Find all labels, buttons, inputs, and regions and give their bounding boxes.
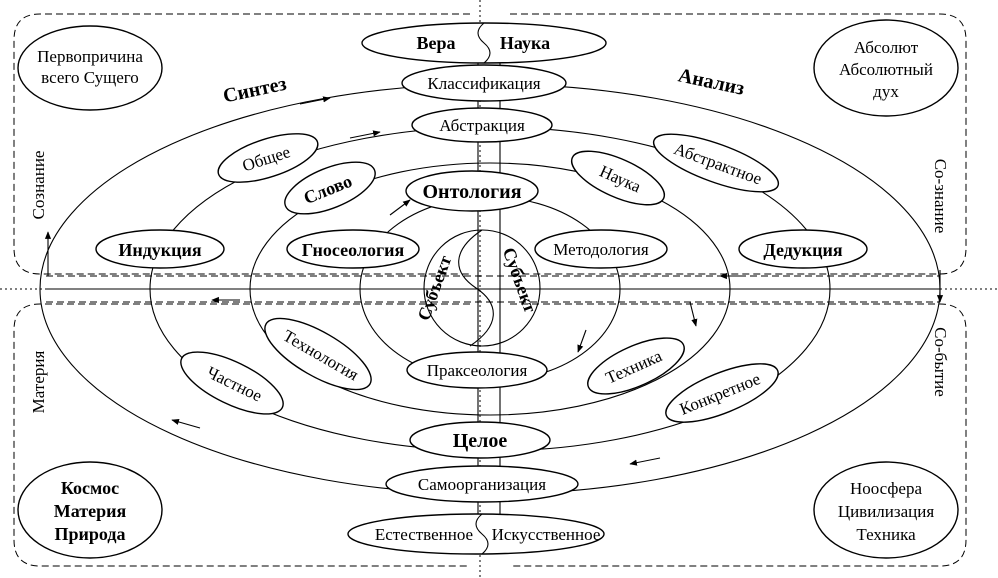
node-natural: Естественное (375, 525, 473, 544)
node-deduction (738, 229, 868, 269)
corner-node-top-right (813, 19, 959, 117)
center-s-curve (458, 229, 494, 347)
node-science (570, 150, 666, 206)
side-label-left-bottom: Материя (29, 351, 48, 414)
corner-node-bottom-left (17, 461, 163, 559)
node-self-organization (385, 465, 579, 503)
node-technics (587, 337, 685, 395)
node-ontology-label: Онтология (422, 181, 521, 203)
side-label-right-bottom: Со-бытие (931, 327, 950, 397)
node-deduction-label: Дедукция (763, 240, 843, 260)
center-object-label: Субъект (499, 245, 541, 315)
node-abstract (652, 133, 780, 193)
arrow-orbit-3-right (689, 301, 698, 327)
corner-top-left-line-2: всего Сущего (41, 68, 139, 87)
corner-bottom-left-line-2: Материя (54, 501, 127, 521)
node-methodology-label: Методология (553, 240, 649, 259)
node-general (217, 133, 319, 183)
node-faith: Вера (416, 33, 455, 53)
corner-top-right-line-1: Абсолют (854, 38, 919, 57)
arrow-orbit-outer-bottom (629, 457, 661, 466)
node-word (284, 161, 376, 215)
arc-label-synthesis: Синтез (221, 73, 288, 108)
frame-top-right (510, 13, 967, 275)
node-ontology (405, 170, 539, 212)
arc-label-analysis: Анализ (676, 64, 746, 99)
corner-node-top-left (17, 25, 163, 111)
node-technology (264, 317, 372, 391)
node-particular (180, 351, 284, 415)
node-classification (401, 64, 567, 102)
node-abstraction (411, 107, 553, 143)
node-self-organization-label: Самоорганизация (418, 475, 546, 494)
node-methodology (534, 229, 668, 269)
corner-top-left-line-1: Первопричина (37, 47, 143, 66)
frame-bottom-right (510, 303, 967, 567)
side-label-left-top: Сознание (29, 151, 48, 220)
arrow-orbit-2-bottom (171, 418, 201, 429)
corner-top-right-line-3: дух (873, 82, 899, 101)
side-label-right-top: Со-знание (931, 159, 950, 234)
node-artificial: Искусственное (492, 525, 601, 544)
node-concrete (665, 363, 779, 423)
corner-bottom-right-line-2: Цивилизация (838, 502, 935, 521)
node-natural-artificial (347, 513, 605, 555)
arrow-orbit-2-top (349, 130, 381, 139)
node-gnoseology-label: Гносеология (302, 240, 405, 260)
node-induction (95, 229, 225, 269)
frame-bottom-left (13, 303, 470, 567)
faith-science-divider (477, 22, 491, 64)
frame-top-left (13, 13, 470, 275)
corner-node-bottom-right (813, 461, 959, 559)
node-praxeology (406, 351, 548, 389)
arrow-orbit-4-top (389, 199, 411, 216)
node-induction-label: Индукция (118, 240, 202, 260)
node-praxeology-label: Праксеология (427, 361, 528, 380)
corner-bottom-right-line-1: Ноосфера (850, 479, 923, 498)
arrow-orbit-outer-top (299, 96, 331, 105)
node-whole (409, 421, 551, 459)
node-abstraction-label: Абстракция (439, 116, 525, 135)
natural-artificial-divider (475, 513, 489, 555)
corner-bottom-left-line-1: Космос (61, 478, 119, 498)
node-whole-label: Целое (453, 430, 508, 452)
corner-top-right-line-2: Абсолютный (839, 60, 933, 79)
node-science-top: Наука (500, 33, 550, 53)
arrow-orbit-4-right (577, 329, 587, 353)
node-gnoseology (286, 229, 420, 269)
center-subject-label: Субъект (413, 253, 455, 323)
corner-bottom-left-line-3: Природа (55, 524, 126, 544)
corner-bottom-right-line-3: Техника (856, 525, 916, 544)
node-classification-label: Классификация (427, 74, 540, 93)
